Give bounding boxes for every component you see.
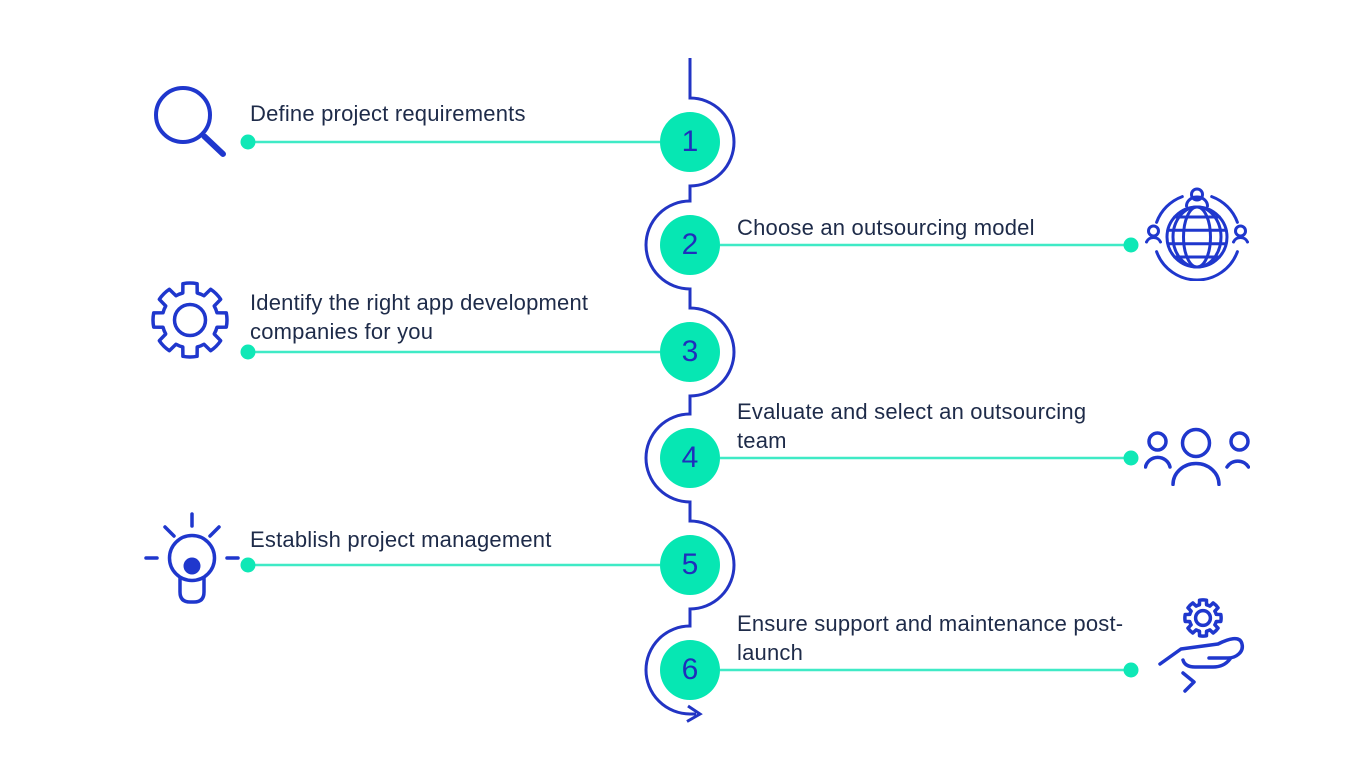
step-2-number: 2 xyxy=(681,228,699,261)
step-6-label: Ensure support and maintenance post-laun… xyxy=(737,611,1124,665)
step-6-number-badge: 6 xyxy=(660,640,720,700)
step-5-label: Establish project management xyxy=(250,527,552,552)
gear-icon xyxy=(150,278,230,367)
step-6-number: 6 xyxy=(681,653,699,686)
magnifier-icon xyxy=(147,84,237,167)
step-1-number: 1 xyxy=(681,125,699,158)
step-3-number-badge: 3 xyxy=(660,322,720,382)
globe-people-icon xyxy=(1145,187,1249,286)
connector-dot-1 xyxy=(240,134,256,150)
lightbulb-icon xyxy=(142,511,242,612)
timeline-arrowhead-icon xyxy=(686,704,703,723)
step-1-number-badge: 1 xyxy=(660,112,720,172)
step-5-number: 5 xyxy=(681,548,699,581)
step-4-number-badge: 4 xyxy=(660,428,720,488)
connector-dot-5 xyxy=(240,557,256,573)
step-2-label: Choose an outsourcing model xyxy=(737,215,1035,240)
step-2-number-badge: 2 xyxy=(660,215,720,275)
team-icon xyxy=(1143,426,1251,491)
step-3-label: Identify the right app development compa… xyxy=(250,290,589,344)
step-4-label: Evaluate and select an outsourcing team xyxy=(737,399,1087,453)
step-4-number: 4 xyxy=(681,441,699,474)
step-3-number: 3 xyxy=(681,335,699,368)
connector-dot-3 xyxy=(240,344,256,360)
hand-gear-icon xyxy=(1156,597,1248,698)
step-1-label: Define project requirements xyxy=(250,101,526,126)
step-5-number-badge: 5 xyxy=(660,535,720,595)
